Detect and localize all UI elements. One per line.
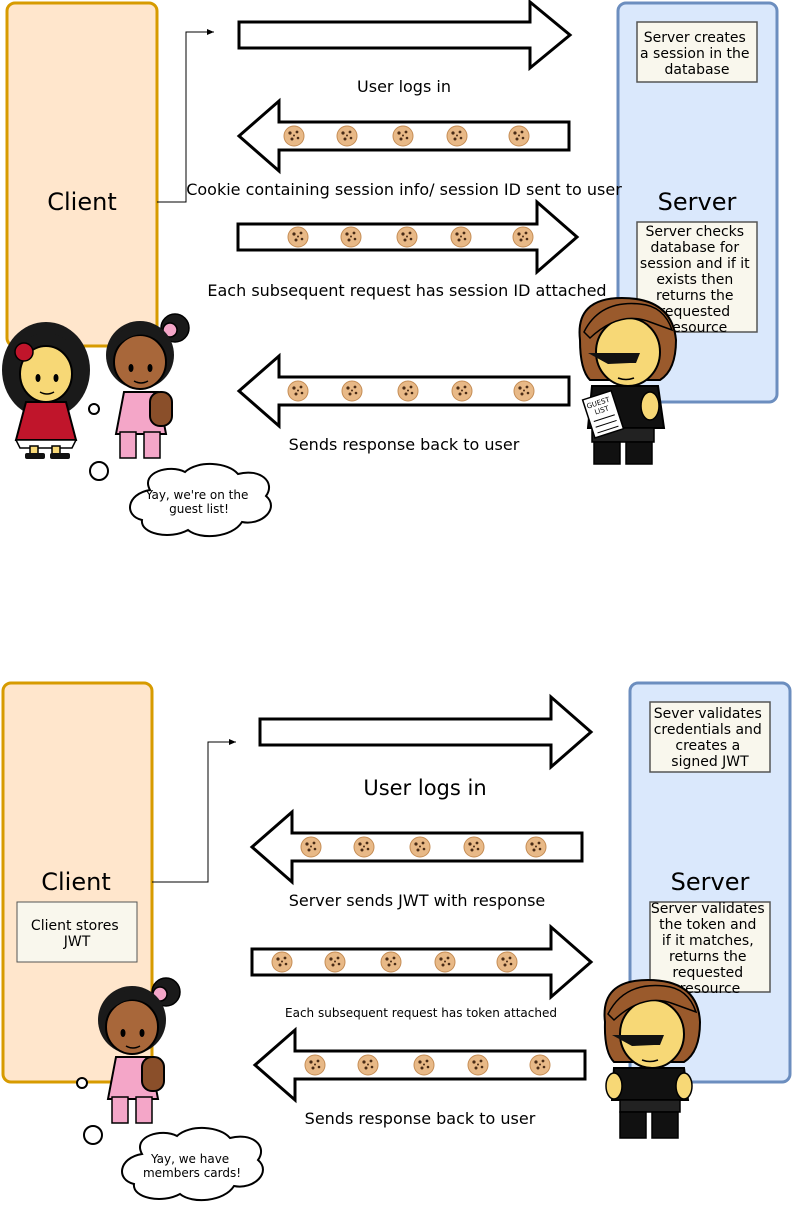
cookie-icon	[525, 836, 547, 858]
top-thought-bubble	[129, 463, 272, 538]
bottom-arrow-jwt-label: Server sends JWT with response	[289, 891, 546, 910]
cookie-icon	[340, 226, 362, 248]
bottom-server-label: Server	[671, 868, 750, 896]
top-thought-bubble-text: Yay, we're on the guest list!	[145, 488, 252, 516]
top-section: Client Server Server creates a session i…	[2, 0, 779, 538]
cookie-icon	[446, 125, 468, 147]
top-server-note-2-text: Server checks database for session and i…	[640, 224, 754, 336]
bottom-server-note-1-text: Sever validates credentials and creates …	[654, 706, 767, 770]
cookie-icon	[508, 125, 530, 147]
cookie-icon	[283, 125, 305, 147]
cookie-icon	[409, 836, 431, 858]
thought-dot-small	[88, 403, 100, 415]
girl-pink-dress-character	[98, 977, 181, 1124]
bottom-client-note-text: Client stores JWT	[31, 918, 123, 950]
cookie-icon	[287, 226, 309, 248]
cookie-icon	[451, 380, 473, 402]
cookie-icon	[336, 125, 358, 147]
cookie-icon	[271, 951, 293, 973]
top-arrow-login	[237, 0, 573, 72]
top-client-box	[5, 1, 159, 348]
bottom-client-note	[16, 901, 138, 963]
cookie-icon	[392, 125, 414, 147]
top-arrow-login-label: User logs in	[357, 77, 451, 96]
bottom-thought-bubble	[121, 1127, 264, 1202]
cookie-icon	[324, 951, 346, 973]
top-connector-line	[157, 29, 214, 203]
thought-dot-large	[83, 1125, 103, 1145]
top-arrow-request-label: Each subsequent request has session ID a…	[207, 281, 606, 300]
cookie-icon	[300, 836, 322, 858]
cookie-icon	[512, 226, 534, 248]
bottom-section: Client Client stores JWT Server Sever va…	[1, 681, 792, 1202]
bottom-client-label: Client	[41, 868, 110, 896]
cookie-icon	[467, 1054, 489, 1076]
top-arrow-cookie-label: Cookie containing session info/ session …	[186, 180, 622, 199]
girl-pink-dress-character	[106, 313, 190, 459]
bottom-server-note-2	[649, 901, 771, 993]
bottom-server-note-1	[649, 701, 771, 773]
top-server-note-1-text: Server creates a session in the database	[640, 30, 754, 78]
bottom-connector-line	[152, 739, 236, 883]
bottom-arrow-response-label: Sends response back to user	[305, 1109, 536, 1128]
cookie-icon	[434, 951, 456, 973]
bouncer-character	[603, 978, 702, 1139]
bottom-thought-bubble-text: Yay, we have members cards!	[143, 1152, 241, 1180]
cookie-icon	[450, 226, 472, 248]
bottom-arrow-login-label: User logs in	[363, 776, 486, 800]
thought-dot-large	[89, 461, 109, 481]
cookie-icon	[304, 1054, 326, 1076]
top-arrow-response-label: Sends response back to user	[289, 435, 520, 454]
bottom-arrow-request-label: Each subsequent request has token attach…	[285, 1006, 557, 1020]
bouncer-with-guest-list-character: GUEST LIST	[578, 296, 678, 465]
cookie-icon	[357, 1054, 379, 1076]
bottom-arrow-login	[258, 693, 594, 771]
cookie-icon	[287, 380, 309, 402]
cookie-icon	[529, 1054, 551, 1076]
thought-dot-small	[76, 1077, 88, 1089]
top-server-note-1	[636, 21, 758, 83]
cookie-icon	[396, 226, 418, 248]
cookie-icon	[513, 380, 535, 402]
cookie-icon	[397, 380, 419, 402]
cookie-icon	[413, 1054, 435, 1076]
top-client-label: Client	[47, 188, 116, 216]
bottom-server-note-2-text: Server validates the token and if it mat…	[651, 901, 769, 997]
cookie-icon	[380, 951, 402, 973]
cookie-icon	[463, 836, 485, 858]
cookie-icon	[341, 380, 363, 402]
girl-red-dress-character	[2, 322, 90, 459]
bottom-arrow-request	[250, 923, 594, 1001]
cookie-icon	[353, 836, 375, 858]
top-server-label: Server	[658, 188, 737, 216]
cookie-icon	[496, 951, 518, 973]
